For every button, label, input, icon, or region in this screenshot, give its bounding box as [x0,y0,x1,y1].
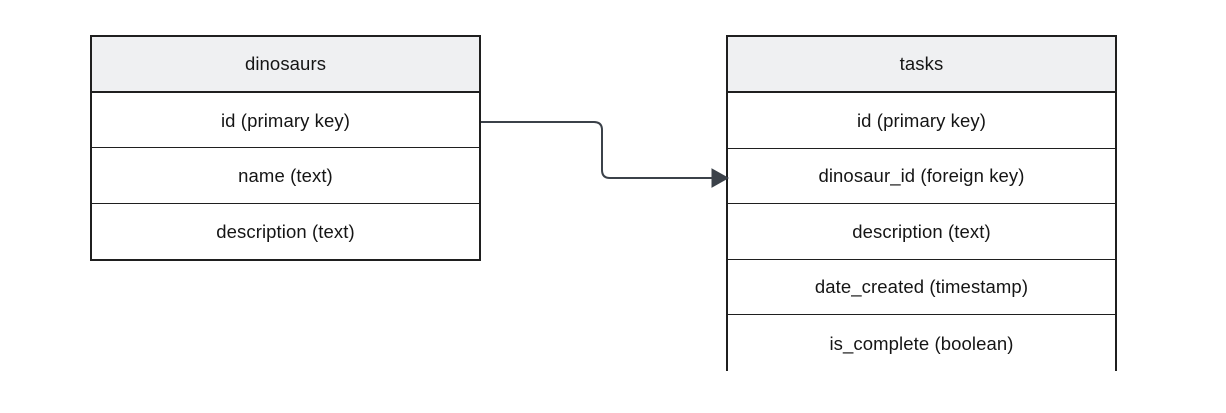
entity-table-tasks[interactable]: tasks id (primary key) dinosaur_id (fore… [726,35,1117,371]
entity-field-row[interactable]: description (text) [728,204,1115,260]
entity-field-row[interactable]: dinosaur_id (foreign key) [728,148,1115,205]
entity-field-row[interactable]: description (text) [92,203,479,259]
entity-field-row[interactable]: name (text) [92,148,479,204]
entity-title-dinosaurs: dinosaurs [92,37,479,93]
entity-table-dinosaurs[interactable]: dinosaurs id (primary key) name (text) d… [90,35,481,261]
entity-field-row[interactable]: is_complete (boolean) [728,315,1115,371]
entity-field-row[interactable]: date_created (timestamp) [728,259,1115,316]
entity-field-row[interactable]: id (primary key) [728,93,1115,149]
entity-field-row[interactable]: id (primary key) [92,93,479,149]
connector-line [481,121,712,179]
entity-title-tasks: tasks [728,37,1115,93]
